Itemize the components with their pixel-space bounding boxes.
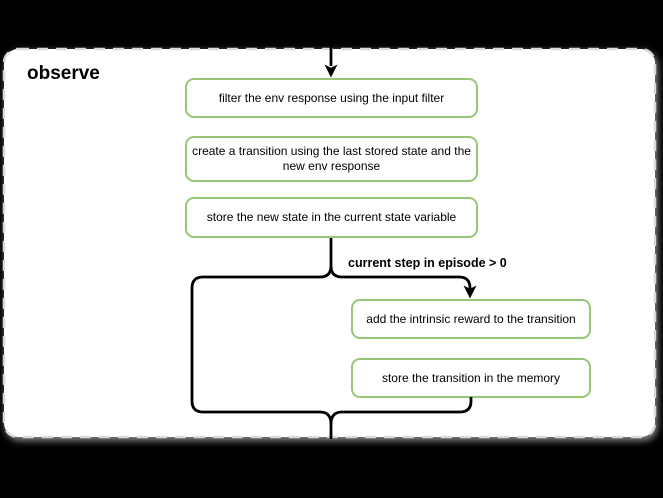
node-label: create a transition using the last store… — [192, 144, 471, 173]
node-label: store the transition in the memory — [381, 370, 561, 385]
node-label: store the new state in the current state… — [206, 210, 457, 224]
node-store-new-state: store the new state in the current state… — [185, 197, 478, 238]
node-add-intrinsic-reward: add the intrinsic reward to the transiti… — [351, 299, 591, 339]
node-create-transition: create a transition using the last store… — [185, 136, 478, 182]
node-store-transition: store the transition in the memory — [351, 358, 591, 398]
node-filter-env-response: filter the env response using the input … — [185, 78, 478, 118]
branch-condition-label: current step in episode > 0 — [348, 256, 507, 270]
node-label: add the intrinsic reward to the transiti… — [366, 311, 576, 326]
group-title: observe — [27, 63, 100, 84]
node-label: filter the env response using the input … — [218, 90, 445, 105]
